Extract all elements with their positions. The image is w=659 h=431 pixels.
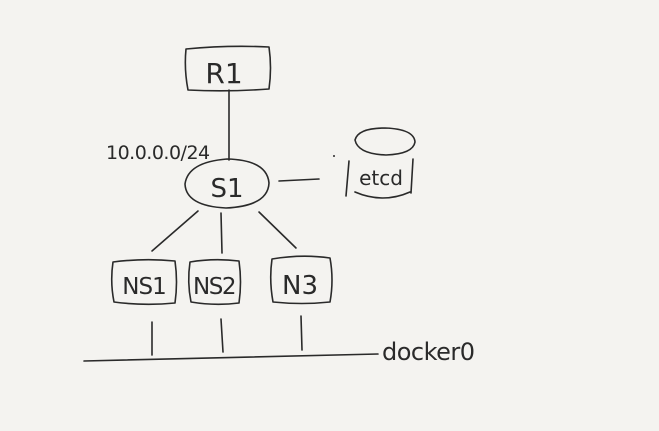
node-n3-node: N3 bbox=[269, 255, 333, 305]
stray-dot bbox=[333, 155, 335, 157]
link-s1-etcd bbox=[278, 178, 320, 182]
docker0-label: docker0 bbox=[382, 338, 475, 366]
node-n3-label: N3 bbox=[282, 271, 318, 301]
router-r1-label: R1 bbox=[205, 57, 242, 90]
switch-s1-label: S1 bbox=[210, 174, 243, 204]
namespace-ns2-node: NS2 bbox=[187, 258, 242, 306]
switch-s1-node: S1 bbox=[184, 158, 270, 209]
link-s1-ns2 bbox=[220, 212, 223, 254]
docker0-bridge-line bbox=[83, 353, 379, 362]
router-r1-node: R1 bbox=[184, 45, 272, 92]
etcd-database-node: etcd bbox=[345, 127, 416, 199]
link-n3-docker0 bbox=[300, 315, 303, 351]
etcd-label: etcd bbox=[359, 166, 403, 190]
link-s1-n3 bbox=[258, 211, 297, 249]
namespace-ns2-label: NS2 bbox=[193, 274, 235, 300]
link-ns2-docker0 bbox=[220, 318, 224, 353]
link-s1-ns1 bbox=[151, 210, 199, 252]
namespace-ns1-node: NS1 bbox=[110, 258, 178, 306]
subnet-label: 10.0.0.0/24 bbox=[106, 142, 210, 164]
namespace-ns1-label: NS1 bbox=[122, 274, 165, 300]
